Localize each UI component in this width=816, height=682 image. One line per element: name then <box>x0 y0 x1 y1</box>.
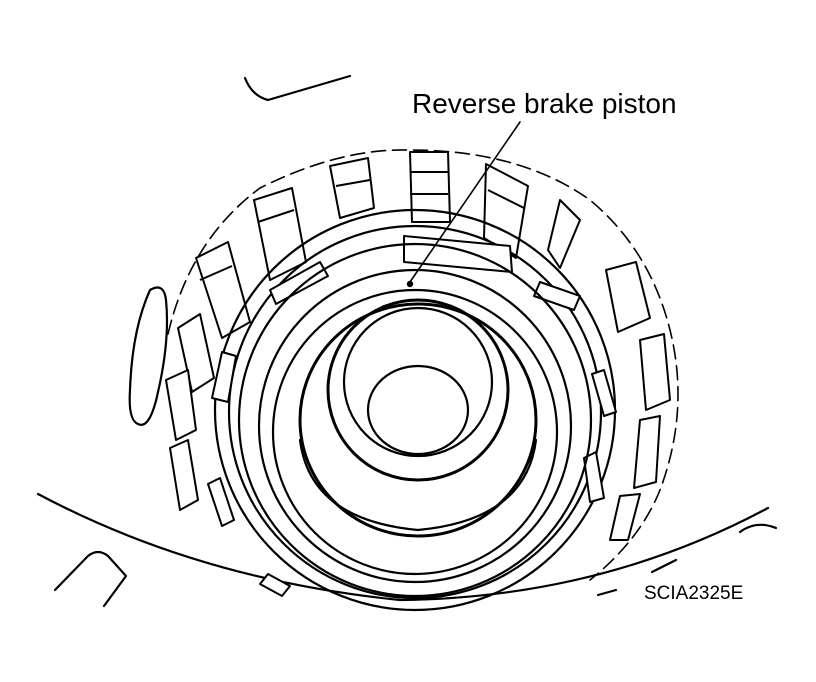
figure-code: SCIA2325E <box>644 583 744 604</box>
callout-label-reverse-brake-piston: Reverse brake piston <box>412 88 677 119</box>
reverse-brake-piston <box>237 242 593 598</box>
drum-outer-boundary <box>167 149 679 581</box>
drum-spline-teeth <box>165 151 671 541</box>
callout-leader <box>406 121 521 288</box>
center-hub <box>298 298 538 538</box>
case-oval-boss <box>128 286 169 426</box>
case-outline <box>36 74 778 608</box>
